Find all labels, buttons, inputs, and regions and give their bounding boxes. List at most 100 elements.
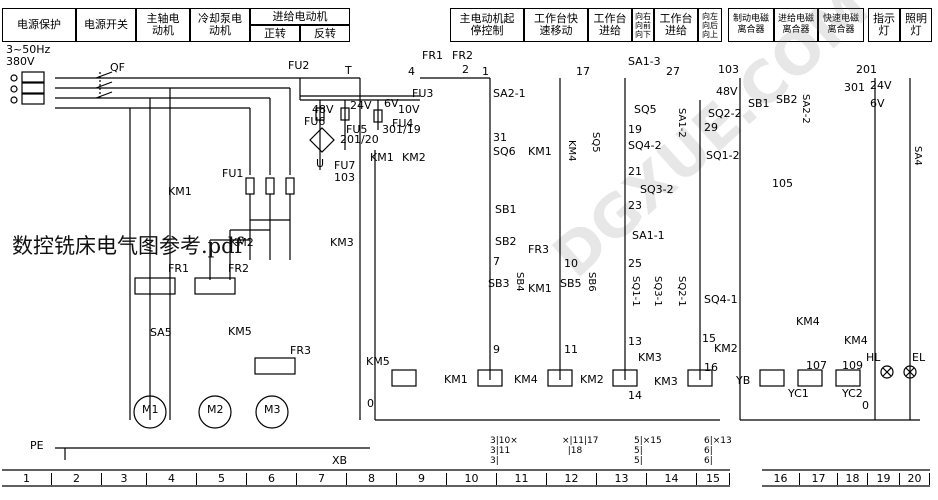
- node-15: 15: [702, 332, 716, 345]
- label-km2-aux: KM2: [402, 151, 426, 164]
- node-103b: 103: [718, 63, 739, 76]
- control-rails: [374, 77, 920, 421]
- label-km4-brake: KM4: [796, 315, 820, 328]
- supply-lines: [55, 77, 360, 109]
- coils: [391, 369, 861, 387]
- label-fr2: FR2: [228, 262, 249, 275]
- node-17: 17: [576, 65, 590, 78]
- label-km1-ctrl: KM1: [528, 282, 552, 295]
- label-pe: PE: [30, 439, 44, 452]
- label-fr3-ctrl: FR3: [528, 243, 549, 256]
- column-number: 14: [647, 473, 697, 485]
- label-fr1: FR1: [168, 262, 189, 275]
- label-6v: 6V: [384, 97, 399, 110]
- label-sa2-1: SA2-1: [493, 87, 526, 100]
- header-spindle-motor: 主轴电动机: [136, 8, 190, 42]
- label-fu4: FU4: [392, 117, 414, 130]
- label-yb: YB: [736, 374, 751, 387]
- node-23: 23: [628, 199, 642, 212]
- column-number: 11: [497, 473, 547, 485]
- fu1-fuses: [209, 177, 295, 280]
- label-km1-main: KM1: [168, 185, 192, 198]
- label-m2: M2: [207, 403, 224, 416]
- node-2: 2: [462, 63, 469, 76]
- qf-breaker: [95, 71, 113, 100]
- column-number: 10: [447, 473, 497, 485]
- column-number: 19: [868, 473, 900, 485]
- node-9: 9: [493, 343, 500, 356]
- column-number: 12: [547, 473, 597, 485]
- header-feed-clutch: 进给电磁离合器: [774, 8, 818, 42]
- label-201-20: 201/20: [340, 133, 379, 146]
- node-4: 4: [408, 65, 415, 78]
- header-table-feed-1: 工作台进给: [588, 8, 632, 42]
- label-sq5-b: SQ5: [634, 103, 657, 116]
- header-rapid-clutch: 快速电磁离合器: [818, 8, 864, 42]
- node-1: 1: [482, 65, 489, 78]
- column-number: 5: [197, 473, 247, 485]
- label-103: 103: [334, 171, 355, 184]
- coil-km3: KM3: [654, 375, 678, 388]
- column-number: 4: [147, 473, 197, 485]
- label-sq5-a: SQ5: [590, 132, 601, 153]
- column-number: 17: [800, 473, 838, 485]
- label-48v: 48V: [312, 103, 334, 116]
- label-m1: M1: [142, 403, 159, 416]
- header-forward: 正转: [250, 25, 300, 42]
- label-fu1: FU1: [222, 167, 244, 180]
- label-fu3: FU3: [412, 87, 434, 100]
- label-km1-aux: KM1: [370, 151, 394, 164]
- label-fu5: FU5: [346, 123, 368, 136]
- column-number: 2: [52, 473, 102, 485]
- label-sa1-2: SA1-2: [676, 108, 687, 138]
- column-number: 1: [2, 473, 52, 485]
- label-km3-main: KM3: [330, 236, 354, 249]
- header-dir-left-back-up: 向左向后向上: [698, 8, 722, 42]
- supply-frequency: 3~50Hz: [6, 43, 51, 56]
- label-sb4: SB4: [514, 272, 525, 292]
- label-sa1-1: SA1-1: [632, 229, 665, 242]
- label-hl: HL: [866, 351, 881, 364]
- label-sa5: SA5: [150, 326, 172, 339]
- label-sb1: SB1: [495, 203, 517, 216]
- label-sa2-2: SA2-2: [800, 94, 811, 124]
- label-yc1: YC1: [788, 387, 809, 400]
- label-km3-ctrl: KM3: [638, 351, 662, 364]
- label-6v-b: 6V: [870, 97, 885, 110]
- header-dir-right-front-down: 向右向前向下: [632, 8, 654, 42]
- label-24v-b: 24V: [870, 79, 892, 92]
- header-table-feed-2: 工作台进给: [654, 8, 698, 42]
- label-fr3: FR3: [290, 344, 311, 357]
- label-sb5: SB5: [560, 277, 582, 290]
- label-sb6: SB6: [586, 272, 597, 292]
- column-number: 15: [697, 473, 730, 485]
- header-power-switch: 电源开关: [76, 8, 136, 42]
- node-10: 10: [564, 257, 578, 270]
- thermal-relays: [134, 277, 296, 375]
- column-number: 20: [900, 473, 930, 485]
- label-t: T: [345, 64, 352, 77]
- node-31: 31: [493, 131, 507, 144]
- label-u: U: [316, 157, 325, 170]
- node-29: 29: [704, 121, 718, 134]
- header-coolant-motor: 冷却泵电动机: [190, 8, 250, 42]
- coil-km2: KM2: [580, 373, 604, 386]
- label-sb2: SB2: [495, 235, 517, 248]
- document-caption: 数控铣床电气图参考.pdf: [12, 234, 243, 258]
- header-indicator-lamp: 指示灯: [868, 8, 900, 42]
- label-fu6: FU6: [304, 115, 326, 128]
- label-xb: XB: [332, 454, 348, 467]
- node-25: 25: [628, 257, 642, 270]
- column-number: 18: [838, 473, 868, 485]
- coil-km5: KM5: [366, 355, 390, 368]
- label-sq3-2: SQ3-2: [640, 183, 674, 196]
- label-km2-main: KM2: [230, 236, 254, 249]
- label-fu7: FU7: [334, 159, 356, 172]
- column-number: 13: [597, 473, 647, 485]
- node-0-left: 0: [367, 397, 374, 410]
- xref-km3: 6|×13 6| 6|: [704, 436, 732, 466]
- label-km2-ctrl: KM2: [714, 342, 738, 355]
- column-number: 16: [762, 473, 800, 485]
- label-sq1-1: SQ1-1: [630, 276, 641, 307]
